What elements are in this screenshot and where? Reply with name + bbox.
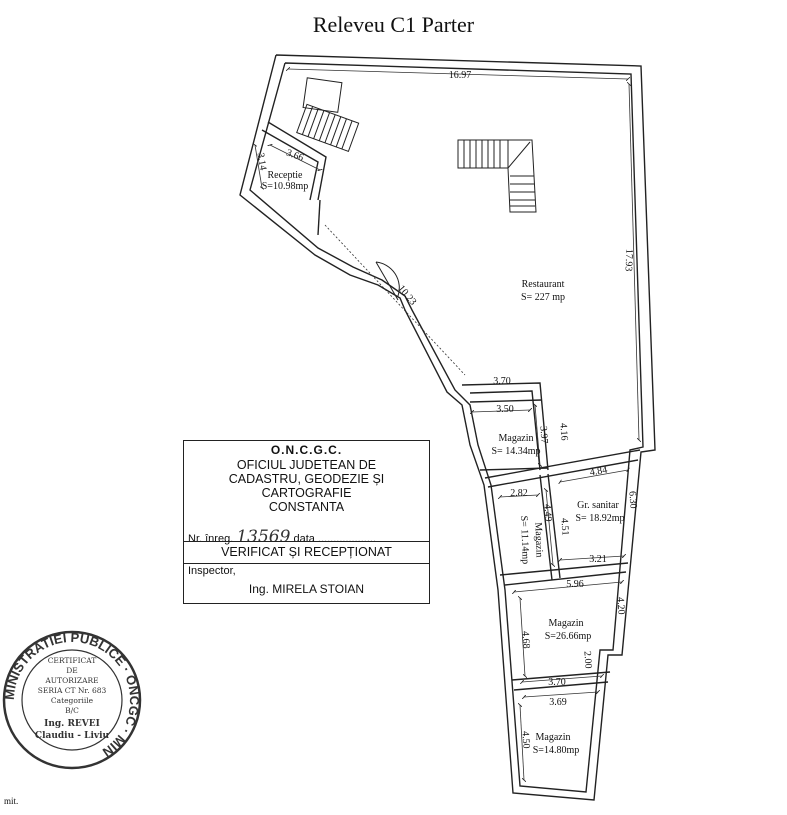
dim-4-84: 4.84 [589, 465, 608, 479]
svg-text:AUTORIZARE: AUTORIZARE [44, 676, 98, 685]
svg-text:CERTIFICAT: CERTIFICAT [48, 656, 97, 665]
room-area-magazin-3: S=26.66mp [545, 631, 591, 642]
room-name-restaurant: Restaurant [522, 279, 565, 290]
door-swing [375, 261, 400, 301]
dim-3-69: 3.69 [549, 697, 567, 708]
svg-text:SERIA CT Nr. 683: SERIA CT Nr. 683 [38, 686, 107, 695]
room-name-receptie: Receptie [268, 170, 304, 181]
dim-3-14: 3.14 [255, 152, 269, 171]
dim-6-30: 6.30 [626, 491, 638, 509]
dim-4-50: 4.50 [519, 731, 531, 749]
room-area-magazin-1: S= 14.34mp [492, 446, 541, 457]
dimension-lines [255, 69, 639, 780]
stairs [296, 77, 537, 213]
room-area-magazin-4: S=14.80mp [533, 745, 579, 756]
registration-number: 13569 [236, 527, 291, 547]
dim-3-70-b: 3.70 [548, 677, 566, 688]
room-area-receptie: S=10.98mp [262, 181, 308, 192]
dim-17-93: 17.93 [623, 249, 635, 272]
room-area-gr-sanitar: S= 18.92mp [576, 513, 625, 524]
room-name-magazin-1: Magazin [499, 433, 534, 444]
room-name-magazin-3: Magazin [549, 618, 584, 629]
verification-stamp: O.N.C.G.C. OFICIUL JUDETEAN DE CADASTRU,… [183, 440, 430, 604]
dim-5-96: 5.96 [566, 579, 584, 590]
dim-4-51: 4.51 [558, 518, 570, 536]
dim-3-21: 3.21 [589, 554, 607, 565]
dim-3-97: 3.97 [537, 426, 549, 444]
svg-text:Categoriile: Categoriile [51, 696, 94, 705]
outer-walls [239, 54, 656, 801]
stamp-inspector-name: Ing. MIRELA STOIAN [248, 582, 365, 596]
svg-text:B/C: B/C [65, 706, 79, 715]
room-name-magazin-2: Magazin [532, 522, 544, 557]
stamp-registration: Nr. înreg. 13569 data ..................… [188, 527, 377, 547]
dim-4-20: 4.20 [614, 597, 626, 615]
dim-4-16: 4.16 [557, 423, 569, 441]
dim-4-68: 4.68 [519, 631, 531, 649]
room-area-restaurant: S= 227 mp [521, 292, 565, 303]
dim-3-50: 3.50 [496, 404, 514, 415]
dim-3-70-a: 3.70 [493, 376, 511, 387]
dim-4-49: 4.49 [541, 504, 553, 522]
svg-text:Ing. REVEI: Ing. REVEI [44, 719, 100, 729]
page-title: Releveu C1 Parter [312, 12, 475, 37]
internal-walls [261, 121, 641, 691]
room-name-magazin-4: Magazin [536, 732, 571, 743]
stamp-office: OFICIUL JUDETEAN DE CADASTRU, GEODEZIE Ș… [228, 458, 385, 514]
stamp-inspector-label: Inspector, [188, 565, 236, 577]
dim-3-66: 3.66 [285, 147, 305, 163]
room-area-magazin-2: S= 11.14mp [518, 515, 531, 564]
dim-2-00: 2.00 [581, 651, 593, 669]
svg-text:Claudiu - Liviu: Claudiu - Liviu [35, 731, 110, 741]
dim-2-82: 2.82 [510, 488, 528, 499]
stamp-org: O.N.C.G.C. [270, 443, 343, 457]
round-seal: CERTIFICAT DE AUTORIZARE SERIA CT Nr. 68… [2, 630, 142, 770]
svg-text:DE: DE [66, 666, 78, 675]
dim-16-97: 16.97 [449, 70, 472, 81]
footer-text: mit. [4, 796, 19, 806]
room-name-gr-sanitar: Gr. sanitar [577, 500, 619, 511]
stamp-verified: VERIFICAT ȘI RECEPȚIONAT [221, 545, 392, 559]
